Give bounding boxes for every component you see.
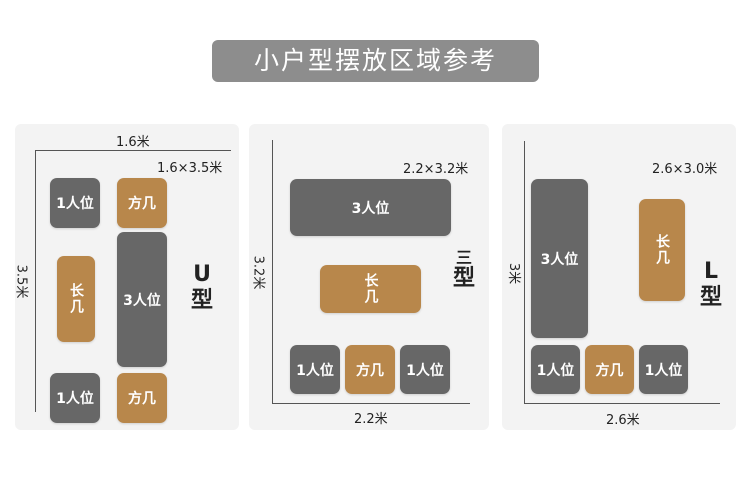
l-shape-label: L 型 xyxy=(698,259,724,311)
u-square-table-top: 方几 xyxy=(117,178,167,228)
l-long-table: 长几 xyxy=(639,199,685,301)
l-one-seat-right: 1人位 xyxy=(639,345,688,394)
u-height-label: 3.5米 xyxy=(13,264,29,299)
l-width-label: 2.6米 xyxy=(606,413,640,428)
three-bottom-axis xyxy=(272,403,470,404)
l-size-label: 2.6×3.0米 xyxy=(652,162,718,177)
three-layout-panel: 2.2×3.2米 3.2米 2.2米 3人位 长几 1人位 方几 1人位 三 型 xyxy=(249,124,489,430)
u-one-seat-top: 1人位 xyxy=(50,178,100,228)
u-shape-label: U 型 xyxy=(189,262,215,314)
u-square-table-bottom: 方几 xyxy=(117,373,167,423)
l-shape-suffix: 型 xyxy=(699,285,722,310)
u-one-seat-bottom: 1人位 xyxy=(50,373,100,423)
l-left-axis xyxy=(524,141,525,403)
u-shape-letter: U xyxy=(193,262,211,287)
l-square-table: 方几 xyxy=(585,345,634,394)
three-one-seat-left: 1人位 xyxy=(290,345,340,394)
u-top-axis xyxy=(35,150,231,151)
u-left-axis xyxy=(35,150,36,412)
three-long-table: 长几 xyxy=(320,265,421,313)
l-shape-letter: L xyxy=(703,259,719,284)
l-three-seat: 3人位 xyxy=(531,179,588,338)
three-size-label: 2.2×3.2米 xyxy=(403,162,469,177)
l-one-seat-left: 1人位 xyxy=(531,345,580,394)
u-width-label: 1.6米 xyxy=(116,135,150,150)
u-three-seat: 3人位 xyxy=(117,232,167,367)
three-shape-suffix: 型 xyxy=(452,266,475,291)
u-size-label: 1.6×3.5米 xyxy=(157,161,223,176)
three-left-axis xyxy=(272,140,273,403)
three-square-table: 方几 xyxy=(345,345,395,394)
three-width-label: 2.2米 xyxy=(354,412,388,427)
three-three-seat: 3人位 xyxy=(290,179,451,236)
u-long-table: 长几 xyxy=(57,256,95,342)
three-height-label: 3.2米 xyxy=(250,255,266,290)
page-title: 小户型摆放区域参考 xyxy=(212,40,539,82)
u-shape-suffix: 型 xyxy=(190,288,213,313)
three-shape-label: 三 型 xyxy=(451,250,477,292)
l-height-label: 3米 xyxy=(506,262,522,285)
l-bottom-axis xyxy=(524,403,720,404)
three-one-seat-right: 1人位 xyxy=(400,345,450,394)
three-shape-letter: 三 xyxy=(455,248,472,267)
u-layout-panel: 1.6米 1.6×3.5米 3.5米 1人位 方几 长几 3人位 1人位 方几 … xyxy=(13,124,239,430)
l-layout-panel: 2.6×3.0米 3米 2.6米 3人位 长几 1人位 方几 1人位 L 型 xyxy=(502,124,736,430)
